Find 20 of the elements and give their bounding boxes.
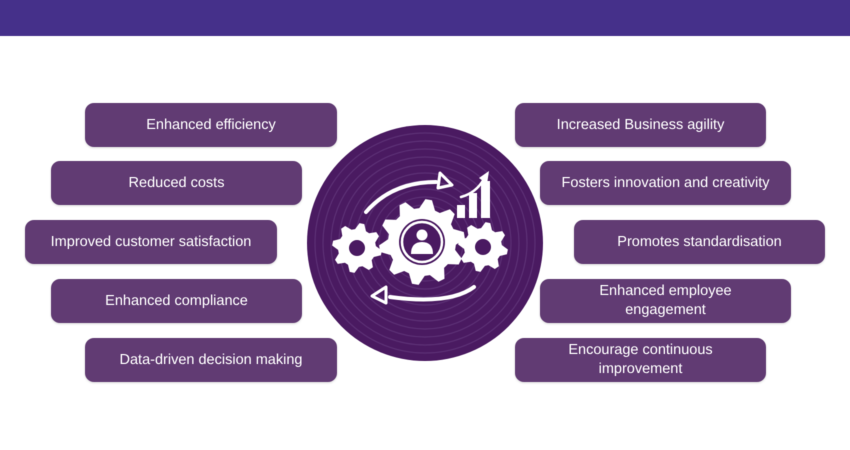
benefit-text: Reduced costs	[128, 174, 224, 192]
benefit-text: Enhanced employee engagement	[598, 282, 733, 320]
benefit-box	[515, 338, 766, 382]
benefit-box	[51, 279, 302, 323]
benefit-text: Enhanced efficiency	[146, 116, 276, 134]
benefit-text: Improved customer satisfaction	[50, 232, 252, 252]
benefit-box	[85, 103, 337, 147]
benefit-text: Enhanced compliance	[105, 292, 248, 310]
benefit-text: Promotes standardisation	[617, 232, 782, 252]
benefit-box	[574, 220, 825, 264]
benefit-text: Fosters innovation and creativity	[562, 174, 770, 192]
benefit-box	[25, 220, 277, 264]
benefit-box	[540, 161, 791, 205]
benefit-box	[51, 161, 302, 205]
benefit-box	[85, 338, 337, 382]
benefit-text: Data-driven decision making	[120, 350, 302, 370]
benefit-text: Increased Business agility	[556, 116, 724, 134]
benefit-text: Encourage continuous improvement	[567, 341, 714, 379]
benefit-box	[515, 103, 766, 147]
benefit-box	[540, 279, 791, 323]
